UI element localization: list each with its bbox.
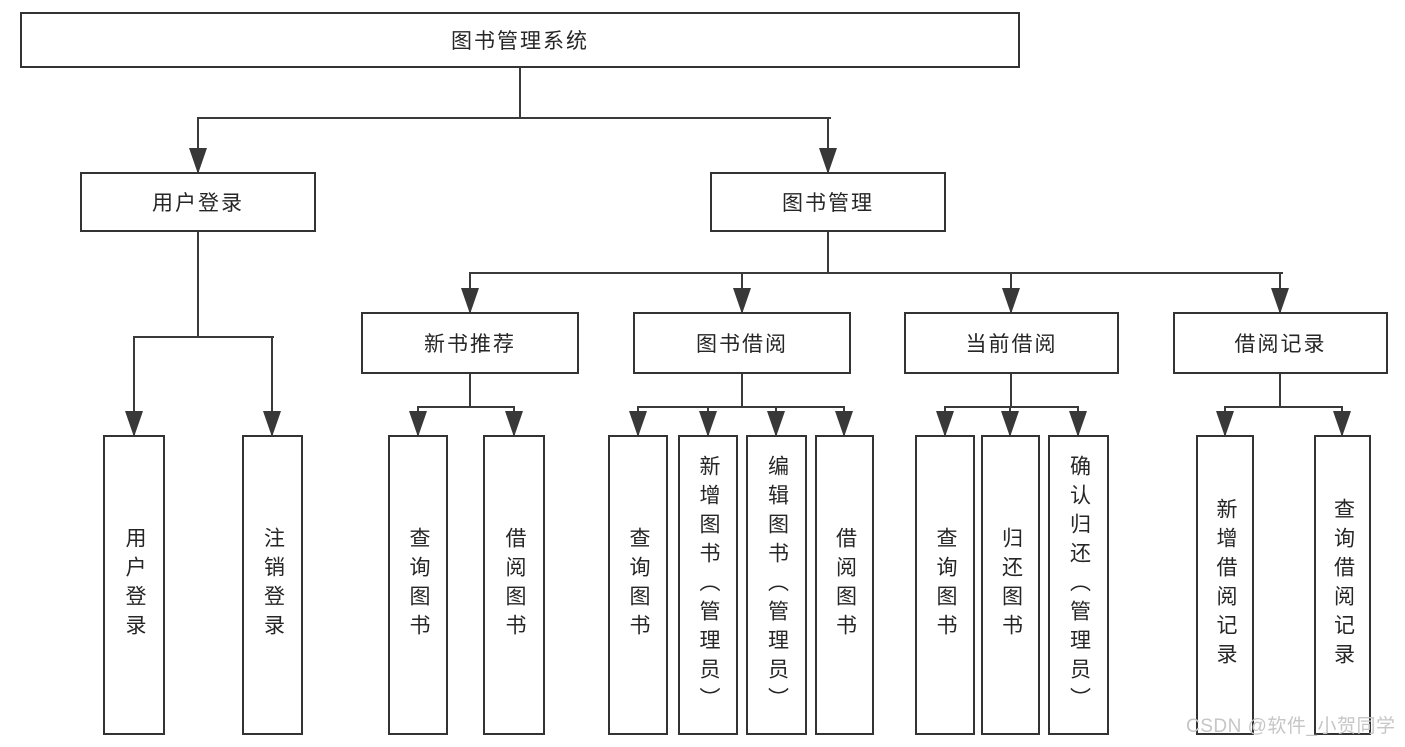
connector-line bbox=[741, 374, 743, 408]
leaf-borrow-books-recommend: 借阅图书 bbox=[483, 435, 545, 735]
leaf-query-books-current: 查询图书 bbox=[915, 435, 975, 735]
connector-line bbox=[271, 336, 273, 435]
node-user-login: 用户登录 bbox=[80, 172, 316, 232]
node-book-borrow: 图书借阅 bbox=[633, 312, 851, 374]
node-borrow-records: 借阅记录 bbox=[1173, 312, 1388, 374]
connector-line bbox=[197, 232, 199, 338]
connector-line bbox=[133, 336, 274, 338]
leaf-label: 用户登录 bbox=[123, 527, 146, 643]
arrow-down-icon bbox=[409, 411, 427, 437]
node-label: 新书推荐 bbox=[424, 333, 516, 356]
connector-line bbox=[1010, 374, 1012, 408]
arrow-down-icon bbox=[1069, 411, 1087, 437]
leaf-borrow-books-borrow: 借阅图书 bbox=[815, 435, 874, 735]
node-book-management: 图书管理 bbox=[710, 172, 946, 232]
connector-line bbox=[469, 374, 471, 408]
arrow-down-icon bbox=[1271, 288, 1289, 314]
arrow-down-icon bbox=[263, 411, 281, 437]
arrow-down-icon bbox=[189, 148, 207, 174]
node-label: 当前借阅 bbox=[965, 333, 1058, 356]
connector-line bbox=[469, 272, 1283, 274]
arrow-down-icon bbox=[1216, 411, 1234, 437]
arrow-down-icon bbox=[461, 288, 479, 314]
leaf-add-borrow-record: 新增借阅记录 bbox=[1196, 435, 1254, 735]
connector-line bbox=[827, 117, 829, 172]
leaf-label: 借阅图书 bbox=[503, 527, 526, 643]
arrow-down-icon bbox=[629, 411, 647, 437]
node-label: 图书管理 bbox=[782, 192, 874, 215]
leaf-query-books-recommend: 查询图书 bbox=[388, 435, 448, 735]
arrow-down-icon bbox=[1333, 411, 1351, 437]
arrow-down-icon bbox=[125, 411, 143, 437]
csdn-watermark: CSDN @软件_小贺同学 bbox=[1186, 716, 1396, 737]
connector-line bbox=[1224, 406, 1343, 408]
connector-line bbox=[197, 117, 831, 119]
leaf-label: 查询图书 bbox=[934, 527, 957, 643]
leaf-label: 查询图书 bbox=[627, 527, 650, 643]
leaf-confirm-return-admin: 确认归还（管理员） bbox=[1048, 435, 1109, 735]
node-book-management-system: 图书管理系统 bbox=[20, 12, 1020, 68]
leaf-query-borrow-record: 查询借阅记录 bbox=[1314, 435, 1371, 735]
leaf-label: 编辑图书（管理员） bbox=[765, 454, 789, 716]
arrow-down-icon bbox=[835, 411, 853, 437]
leaf-add-book-admin: 新增图书（管理员） bbox=[678, 435, 738, 735]
leaf-label: 借阅图书 bbox=[833, 527, 857, 643]
connector-line bbox=[944, 406, 1079, 408]
arrow-down-icon bbox=[936, 411, 954, 437]
connector-line bbox=[417, 406, 515, 408]
leaf-return-books: 归还图书 bbox=[981, 435, 1040, 735]
arrow-down-icon bbox=[699, 411, 717, 437]
leaf-label: 查询借阅记录 bbox=[1331, 498, 1355, 672]
leaf-logout: 注销登录 bbox=[242, 435, 303, 735]
connector-line bbox=[133, 336, 135, 435]
connector-line bbox=[827, 232, 829, 274]
connector-line bbox=[637, 406, 845, 408]
leaf-user-login: 用户登录 bbox=[103, 435, 165, 735]
leaf-edit-book-admin: 编辑图书（管理员） bbox=[746, 435, 807, 735]
leaf-label: 查询图书 bbox=[407, 527, 430, 643]
connector-line bbox=[1279, 374, 1281, 408]
node-label: 图书管理系统 bbox=[451, 30, 589, 53]
arrow-down-icon bbox=[767, 411, 785, 437]
node-current-borrow: 当前借阅 bbox=[904, 312, 1119, 374]
arrow-down-icon bbox=[505, 411, 523, 437]
leaf-query-books-borrow: 查询图书 bbox=[608, 435, 668, 735]
arrow-down-icon bbox=[1001, 411, 1019, 437]
node-new-book-recommend: 新书推荐 bbox=[361, 312, 579, 374]
node-label: 借阅记录 bbox=[1234, 333, 1327, 356]
arrow-down-icon bbox=[733, 288, 751, 314]
leaf-label: 注销登录 bbox=[261, 527, 285, 643]
arrow-down-icon bbox=[1002, 288, 1020, 314]
connector-line bbox=[519, 68, 521, 119]
node-label: 用户登录 bbox=[152, 192, 244, 215]
connector-line bbox=[197, 117, 199, 172]
leaf-label: 新增借阅记录 bbox=[1214, 498, 1237, 672]
leaf-label: 确认归还（管理员） bbox=[1067, 454, 1091, 716]
arrow-down-icon bbox=[819, 148, 837, 174]
leaf-label: 归还图书 bbox=[999, 527, 1023, 643]
node-label: 图书借阅 bbox=[696, 333, 788, 356]
leaf-label: 新增图书（管理员） bbox=[697, 454, 720, 716]
